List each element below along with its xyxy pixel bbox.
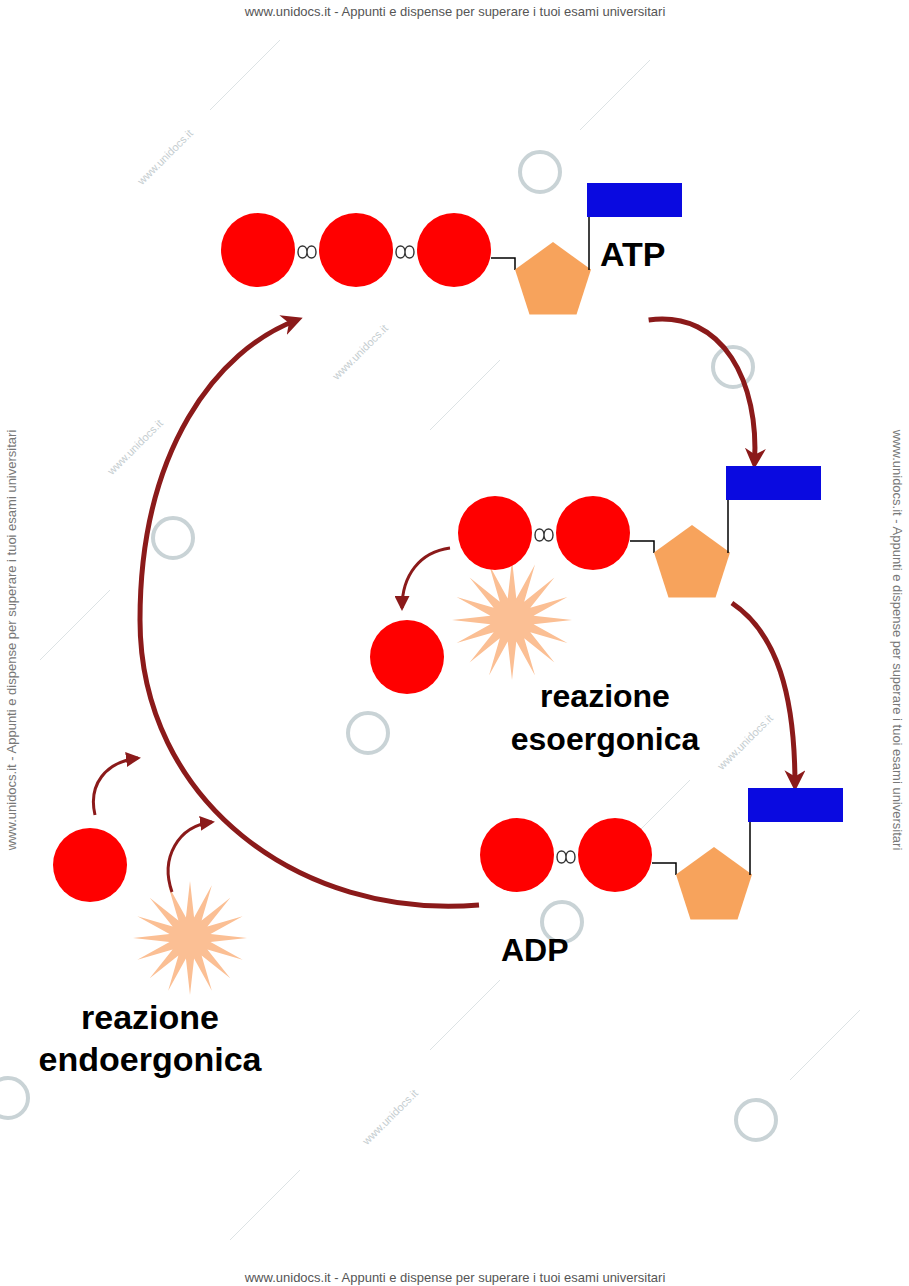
ribose-pentagon	[676, 847, 752, 919]
watermark-text: www.unidocs.it - Appunti e dispense per …	[889, 315, 905, 965]
molecule-node: reazione esoergonica	[457, 463, 827, 603]
ribose-pentagon	[515, 242, 591, 314]
adenine-rect	[587, 183, 682, 217]
ester-bond	[630, 541, 654, 553]
cycle-arrow	[732, 603, 795, 785]
phosphate-circle	[370, 620, 444, 694]
molecule-node: ATP	[220, 180, 700, 320]
molecule-shape	[457, 463, 827, 603]
phosphate-circle	[221, 213, 295, 287]
molecule-label: reazione esoergonica	[445, 675, 765, 761]
phosphate-circle	[53, 828, 127, 902]
release-arrow	[402, 548, 450, 608]
watermark-text: www.unidocs.it - Appunti e dispense per …	[4, 315, 20, 965]
molecule-node: ADP	[479, 785, 849, 925]
reaction-label: reazione endoergonica	[0, 996, 300, 1080]
energy-burst	[133, 881, 247, 995]
molecule-shape	[479, 785, 849, 925]
phosphate-circle	[578, 818, 652, 892]
ribose-pentagon	[654, 525, 730, 597]
watermark-text: www.unidocs.it	[121, 113, 209, 201]
input-arrow	[93, 758, 138, 815]
high-energy-bond	[535, 529, 553, 541]
cycle-arrow	[649, 319, 755, 463]
input-arrow	[168, 822, 212, 892]
glycosidic-bond	[727, 499, 729, 553]
glycosidic-bond	[749, 821, 751, 875]
phosphate-circle	[480, 818, 554, 892]
watermark-text: www.unidocs.it - Appunti e dispense per …	[130, 1270, 780, 1286]
high-energy-bond	[396, 246, 414, 258]
watermark-text: www.unidocs.it	[316, 308, 404, 396]
ester-bond	[652, 863, 676, 875]
cycle-arrow	[140, 320, 479, 906]
high-energy-bond	[557, 851, 575, 863]
watermark-text: www.unidocs.it - Appunti e dispense per …	[130, 4, 780, 20]
phosphate-circle	[458, 496, 532, 570]
molecule-label: ADP	[501, 930, 611, 970]
watermark-text: www.unidocs.it	[701, 698, 789, 786]
phosphate-circle	[319, 213, 393, 287]
ester-bond	[491, 258, 515, 270]
high-energy-bond	[298, 246, 316, 258]
phosphate-circle	[556, 496, 630, 570]
molecule-label: ATP	[600, 234, 700, 274]
adenine-rect	[748, 788, 843, 822]
watermark-logo	[0, 152, 776, 1140]
glycosidic-bond	[588, 216, 590, 270]
energy-burst	[452, 560, 572, 680]
watermark-text: www.unidocs.it	[346, 1073, 434, 1161]
watermark-text: www.unidocs.it	[91, 403, 179, 491]
adenine-rect	[726, 466, 821, 500]
phosphate-circle	[417, 213, 491, 287]
